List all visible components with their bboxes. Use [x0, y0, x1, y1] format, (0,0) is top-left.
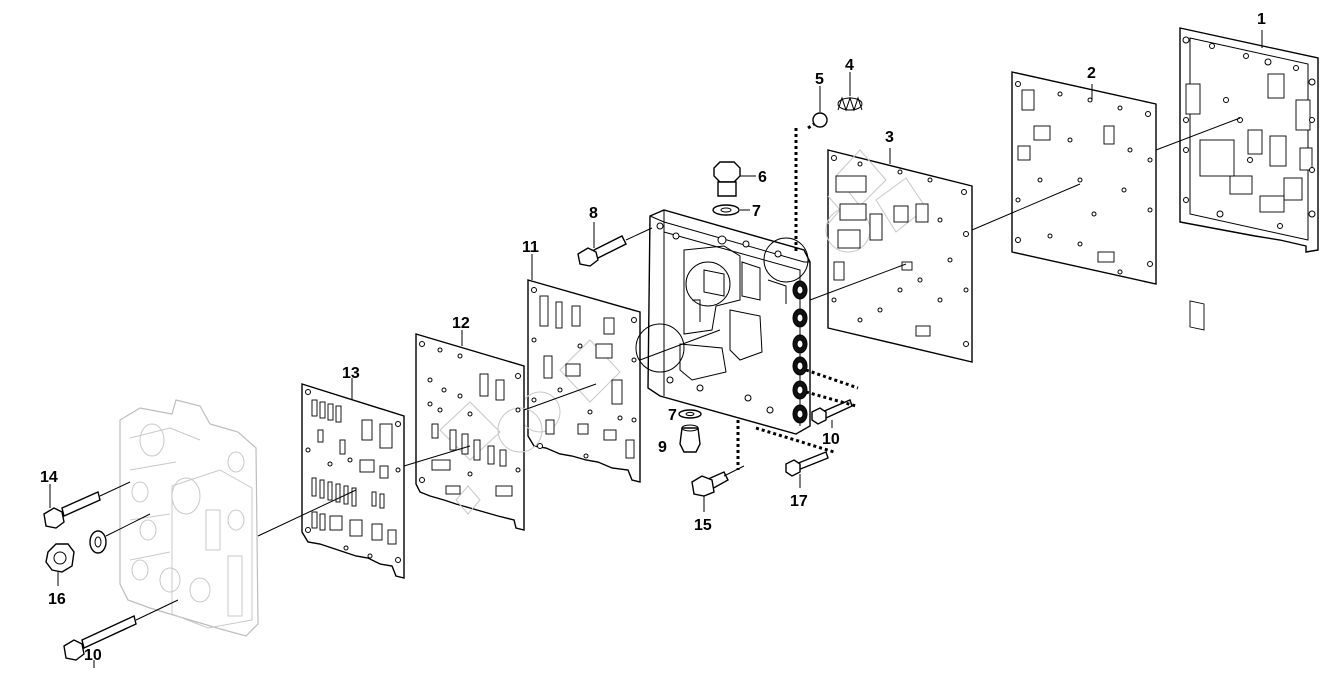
- part-2-plate: [1011, 71, 1157, 285]
- svg-text:10: 10: [822, 431, 840, 448]
- svg-text:6: 6: [758, 169, 767, 186]
- svg-text:10: 10: [84, 647, 102, 664]
- svg-text:12: 12: [452, 315, 470, 332]
- callout-7-lower: 7: [668, 407, 677, 424]
- callout-3: 3: [885, 129, 894, 164]
- svg-text:8: 8: [589, 205, 598, 222]
- part-15-fitting: [691, 465, 745, 497]
- callout-16: 16: [48, 572, 66, 608]
- callout-12: 12: [452, 315, 470, 346]
- part-9-plug: [679, 424, 701, 453]
- part-17-bolt: [785, 451, 829, 477]
- callout-13: 13: [342, 365, 360, 400]
- svg-text:13: 13: [342, 365, 360, 382]
- svg-text:11: 11: [522, 239, 539, 256]
- part-8-bolt: [577, 227, 653, 267]
- svg-text:7: 7: [668, 407, 677, 424]
- svg-text:2: 2: [1087, 65, 1096, 82]
- part-7-washer-lower: [678, 409, 702, 419]
- callout-9: 9: [658, 439, 667, 456]
- svg-text:3: 3: [885, 129, 894, 146]
- part-1-gasket: [1179, 27, 1319, 331]
- callout-5: 5: [815, 71, 824, 112]
- part-4-spring: [837, 96, 863, 112]
- part-11-gasket: [519, 279, 641, 483]
- part-13-gasket: [301, 383, 405, 579]
- part-5-ball: [812, 112, 828, 128]
- svg-text:16: 16: [48, 591, 66, 608]
- part-3-separator-plate: [825, 149, 973, 363]
- part-12-plate: [415, 333, 543, 531]
- part-7-washer-upper: [712, 204, 740, 216]
- valve-body-housing: [119, 399, 259, 637]
- svg-text:5: 5: [815, 71, 824, 88]
- callout-1: 1: [1257, 11, 1266, 48]
- svg-text:14: 14: [40, 469, 58, 486]
- svg-text:7: 7: [752, 203, 761, 220]
- svg-text:4: 4: [845, 57, 854, 74]
- svg-text:15: 15: [694, 517, 712, 534]
- callout-17: 17: [790, 474, 808, 510]
- callout-7-upper: 7: [740, 203, 761, 220]
- svg-text:9: 9: [658, 439, 667, 456]
- part-14-bolt: [43, 481, 131, 529]
- assembly-lines: [257, 117, 1241, 537]
- part-10-bolt-left: [63, 599, 179, 661]
- callout-2: 2: [1087, 65, 1096, 100]
- callout-15: 15: [694, 496, 712, 534]
- callout-8: 8: [589, 205, 598, 248]
- dashed-paths: [736, 122, 859, 470]
- main-valve-body: [635, 209, 811, 435]
- callouts: 1 2 3 4 5 6 7 7 8: [40, 11, 1266, 668]
- callout-14: 14: [40, 469, 58, 508]
- part-6-plug: [713, 161, 741, 197]
- part-16-nut-and-washer: [45, 513, 151, 573]
- callout-4: 4: [845, 57, 854, 96]
- callout-10-right: 10: [822, 420, 840, 448]
- svg-text:1: 1: [1257, 11, 1266, 28]
- callout-6: 6: [740, 169, 767, 186]
- callout-11: 11: [522, 239, 539, 280]
- callout-10-left: 10: [84, 647, 102, 668]
- svg-text:17: 17: [790, 493, 808, 510]
